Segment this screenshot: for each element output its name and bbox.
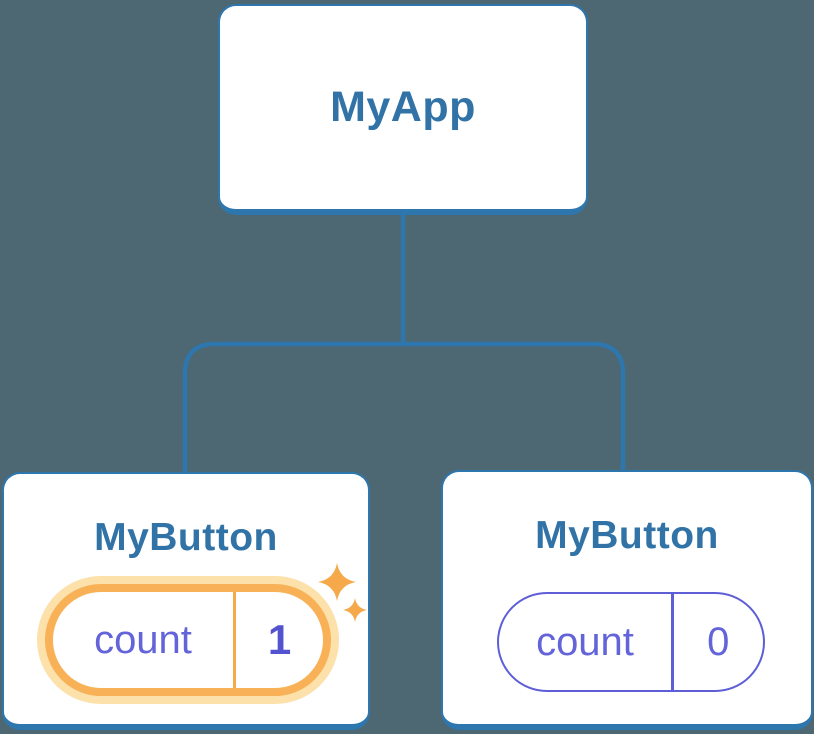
- state-pill-highlighted: count 1: [45, 584, 331, 696]
- node-label-mybutton-active: MyButton: [94, 516, 278, 559]
- tree-node-myapp: MyApp: [218, 4, 588, 215]
- state-pill-default: count 0: [497, 592, 765, 692]
- state-name: count: [536, 619, 634, 664]
- tree-node-mybutton-active: MyButton count 1: [2, 472, 370, 730]
- pill-divider: [233, 592, 236, 688]
- state-value: 1: [267, 616, 292, 663]
- state-value: 0: [707, 619, 730, 664]
- sparkle-icon: [318, 563, 367, 622]
- state-name: count: [94, 617, 192, 662]
- tree-node-mybutton-default: MyButton count 0: [441, 470, 813, 730]
- pill-divider: [671, 594, 674, 690]
- connector-branch: [182, 341, 626, 478]
- node-label-mybutton-default: MyButton: [535, 514, 719, 557]
- node-label-myapp: MyApp: [330, 83, 476, 131]
